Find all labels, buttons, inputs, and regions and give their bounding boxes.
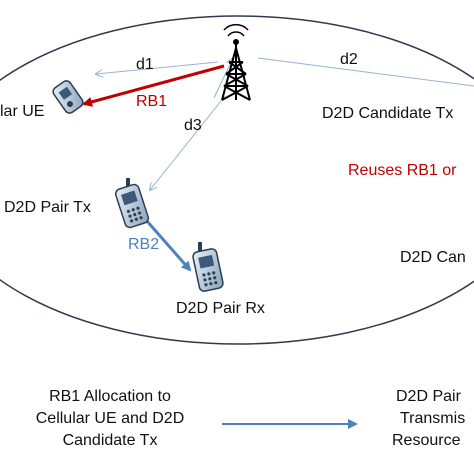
link-d2 <box>257 57 474 87</box>
cell-tower-icon <box>221 23 251 101</box>
mobile-phone-icon <box>192 242 224 292</box>
bottom-right-line2: Transmis <box>400 410 466 427</box>
mobile-phone-icon <box>114 178 150 229</box>
cell-boundary <box>0 15 474 345</box>
d1-label: d1 <box>136 56 154 73</box>
d3-label: d3 <box>184 117 202 134</box>
d2d-pair-tx-label: D2D Pair Tx <box>4 199 91 216</box>
bottom-right-line3: Resource <box>392 432 461 449</box>
bottom-left-line3: Candidate Tx <box>62 432 158 449</box>
d2d-can-label: D2D Can <box>400 249 466 266</box>
flip-phone-icon <box>52 80 84 114</box>
d2d-candidate-tx-label: D2D Candidate Tx <box>322 105 454 122</box>
bottom-right-line1: D2D Pair <box>396 388 461 405</box>
link-d1 <box>96 61 219 74</box>
rb1-arrow <box>82 64 225 107</box>
bottom-left-text: RB1 Allocation to Cellular UE and D2D Ca… <box>0 386 220 452</box>
link-to-tower <box>213 58 233 99</box>
bottom-right-text: D2D Pair Transmis Resource <box>366 386 474 452</box>
rb2-label: RB2 <box>128 236 160 253</box>
d2d-pair-rx-label: D2D Pair Rx <box>176 300 265 317</box>
bottom-left-line1: RB1 Allocation to <box>49 388 171 405</box>
rb2-arrow <box>144 219 192 272</box>
d2-label: d2 <box>340 51 358 68</box>
rb1-label: RB1 <box>136 93 168 110</box>
cellular-ue-label: lar UE <box>0 103 45 120</box>
reuses-label: Reuses RB1 or <box>348 162 457 179</box>
link-d3 <box>150 95 226 190</box>
bottom-left-line2: Cellular UE and D2D <box>35 410 185 427</box>
